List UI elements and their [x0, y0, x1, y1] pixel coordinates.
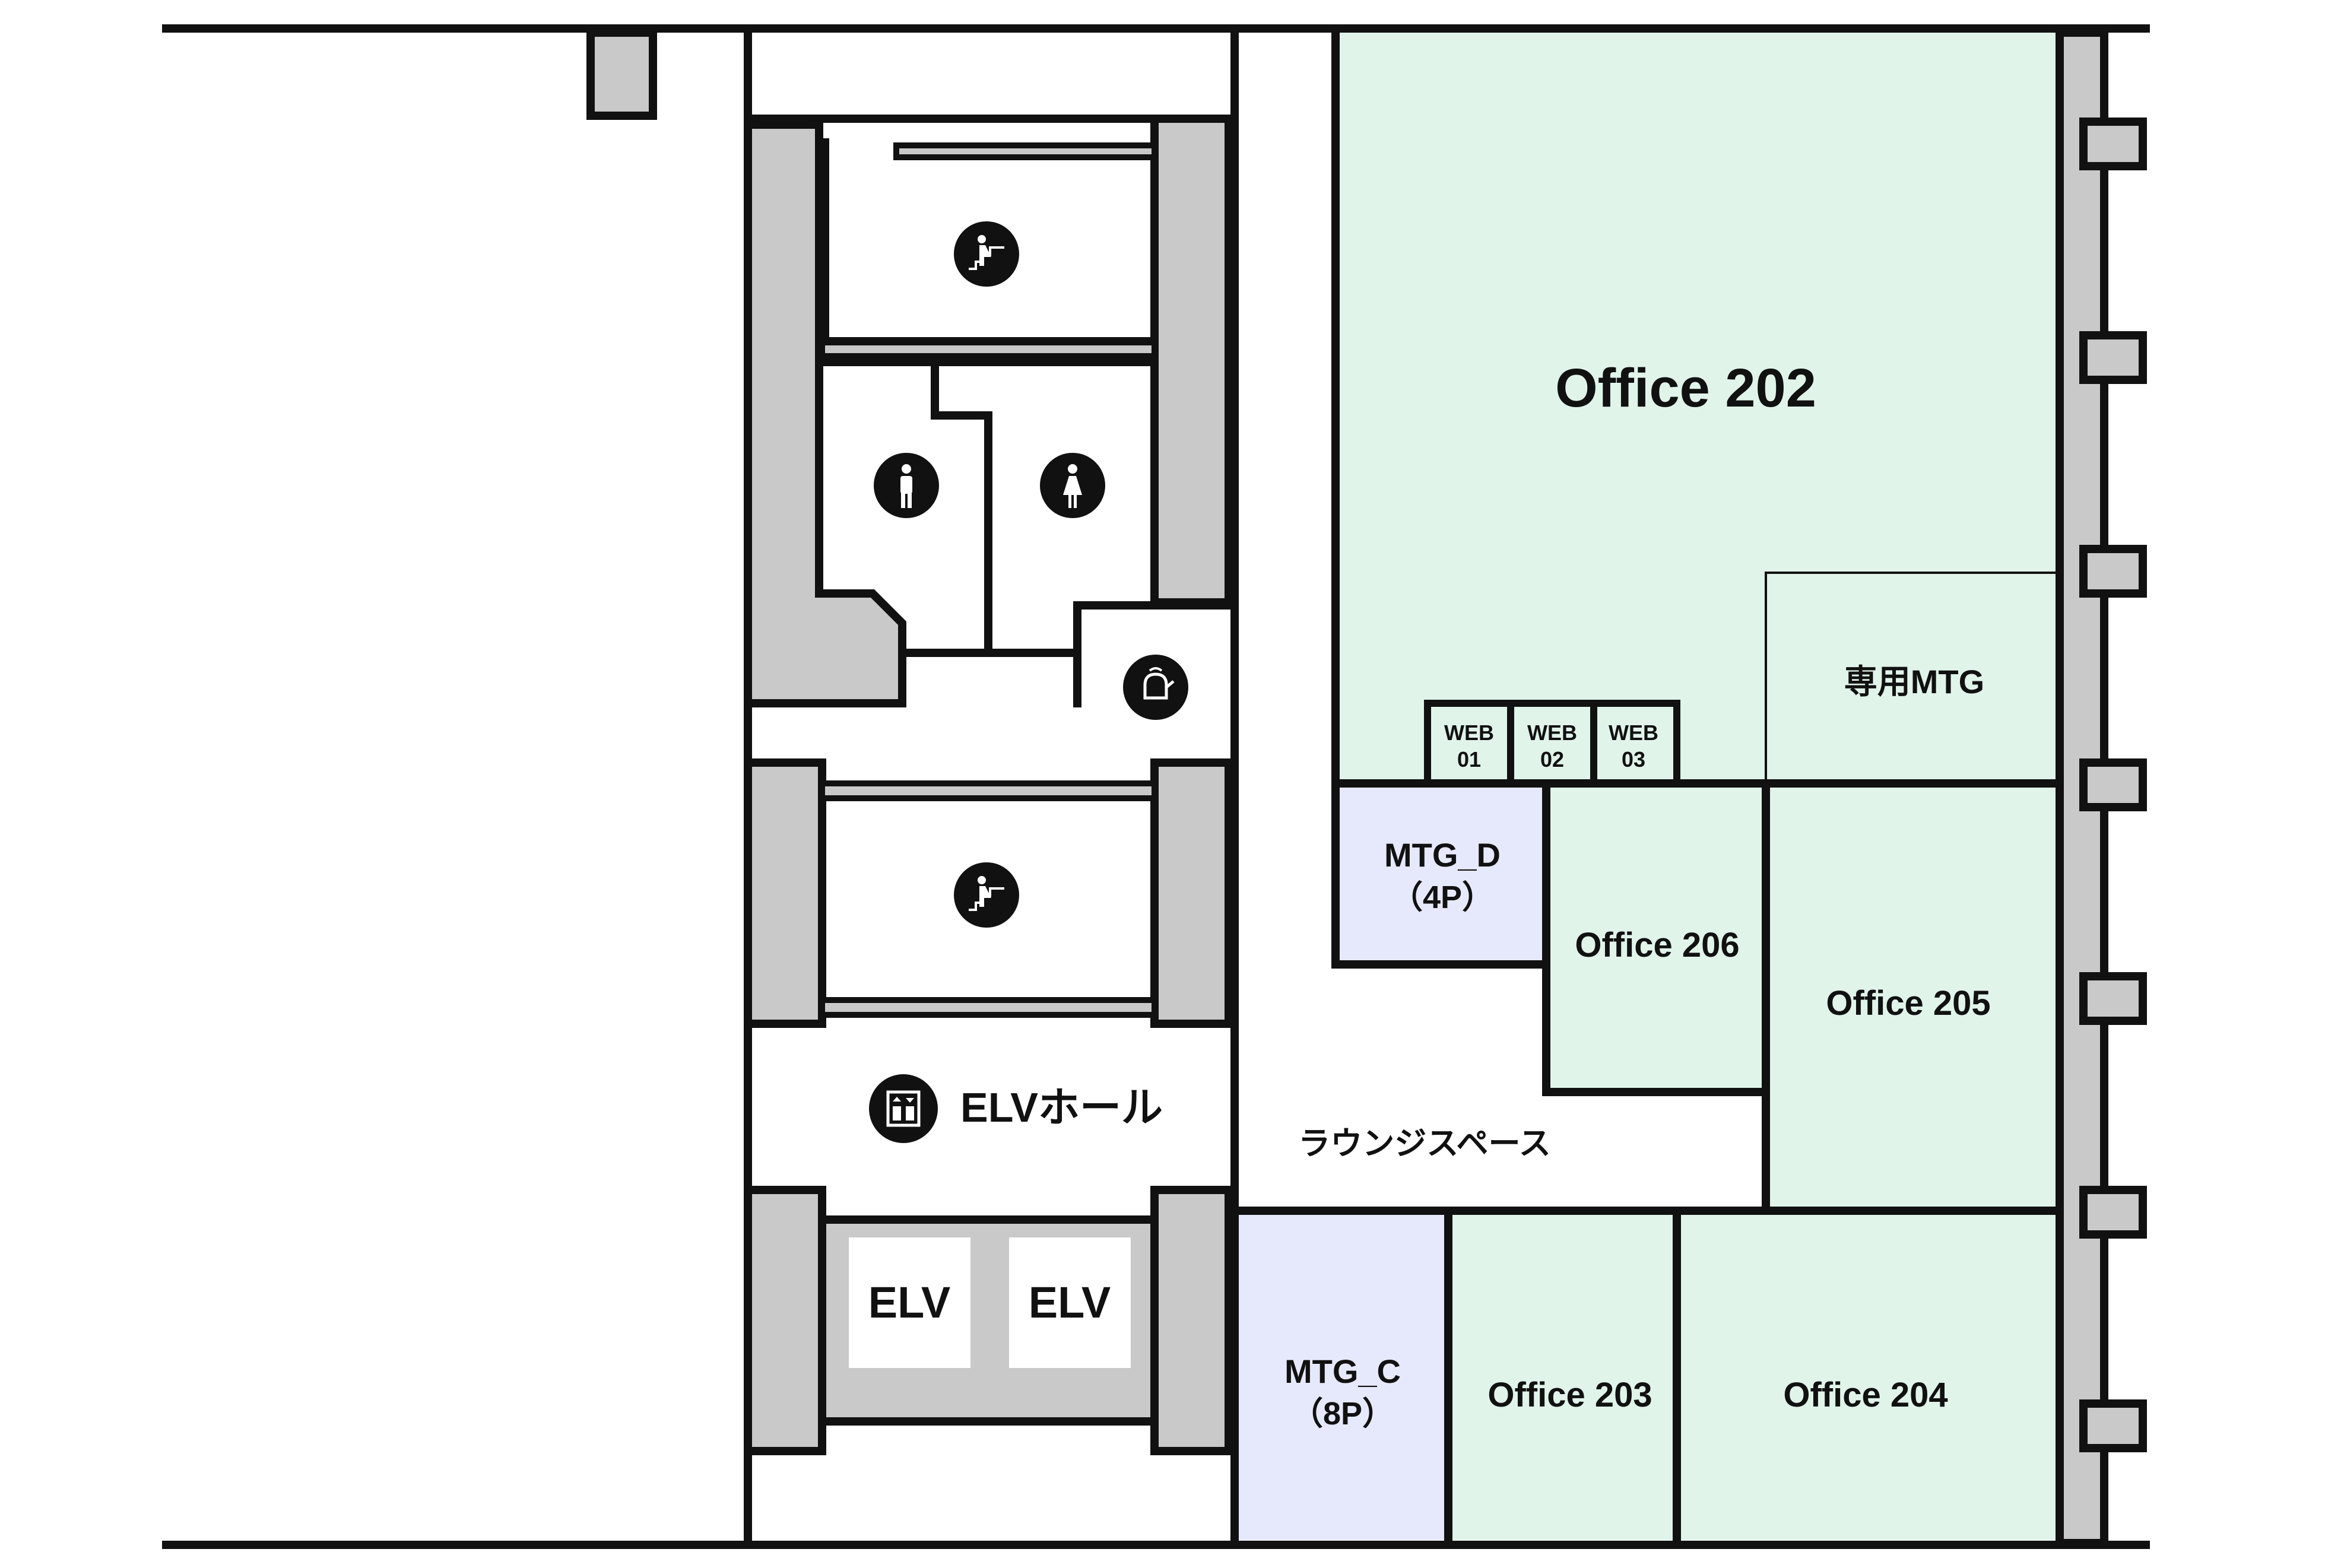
- room-office-204[interactable]: [1677, 1211, 2060, 1540]
- label-elv-hall: ELVホール: [960, 1084, 1163, 1131]
- label-web02-num: 02: [1540, 747, 1564, 772]
- label-mtg-c: MTG_C: [1284, 1353, 1401, 1390]
- mens-restroom-icon: [874, 453, 939, 518]
- room-mtg-c[interactable]: [1235, 1211, 1448, 1540]
- label-web03-num: 03: [1622, 747, 1645, 772]
- label-office-203: Office 203: [1487, 1376, 1652, 1414]
- label-mtg-c-capacity: （8P）: [1291, 1396, 1394, 1431]
- room-office-202[interactable]: [1336, 33, 2060, 964]
- label-office-205: Office 205: [1826, 984, 1990, 1023]
- room-office-203[interactable]: [1448, 1211, 1677, 1540]
- womens-restroom-icon: [1040, 453, 1105, 518]
- stairs-icon: [954, 221, 1019, 287]
- stairs-icon: [954, 862, 1019, 928]
- label-elv-left: ELV: [868, 1278, 950, 1327]
- label-office-204: Office 204: [1783, 1376, 1947, 1414]
- label-web02: WEB: [1527, 720, 1577, 745]
- label-mtg-d-capacity: （4P）: [1391, 880, 1494, 915]
- label-office-206: Office 206: [1575, 926, 1739, 964]
- label-elv-right: ELV: [1029, 1278, 1111, 1327]
- room-mtg-d[interactable]: [1336, 783, 1546, 964]
- walls: [162, 24, 2150, 1549]
- label-lounge: ラウンジスペース: [1298, 1126, 1551, 1161]
- label-web03: WEB: [1609, 720, 1658, 745]
- room-office-205[interactable]: [1766, 783, 2060, 1211]
- elevator-car-right: [1009, 1237, 1131, 1368]
- room-office-206[interactable]: [1546, 783, 1766, 1092]
- elevator-car-left: [849, 1237, 970, 1368]
- label-web01: WEB: [1444, 720, 1494, 745]
- elevator-icon: [869, 1074, 938, 1143]
- label-office-202: Office 202: [1555, 358, 1816, 418]
- kettle-icon: [1123, 655, 1188, 720]
- label-web01-num: 01: [1457, 747, 1481, 772]
- label-mtg-d: MTG_D: [1384, 836, 1501, 874]
- label-dedicated-mtg: 専用MTG: [1844, 663, 1984, 700]
